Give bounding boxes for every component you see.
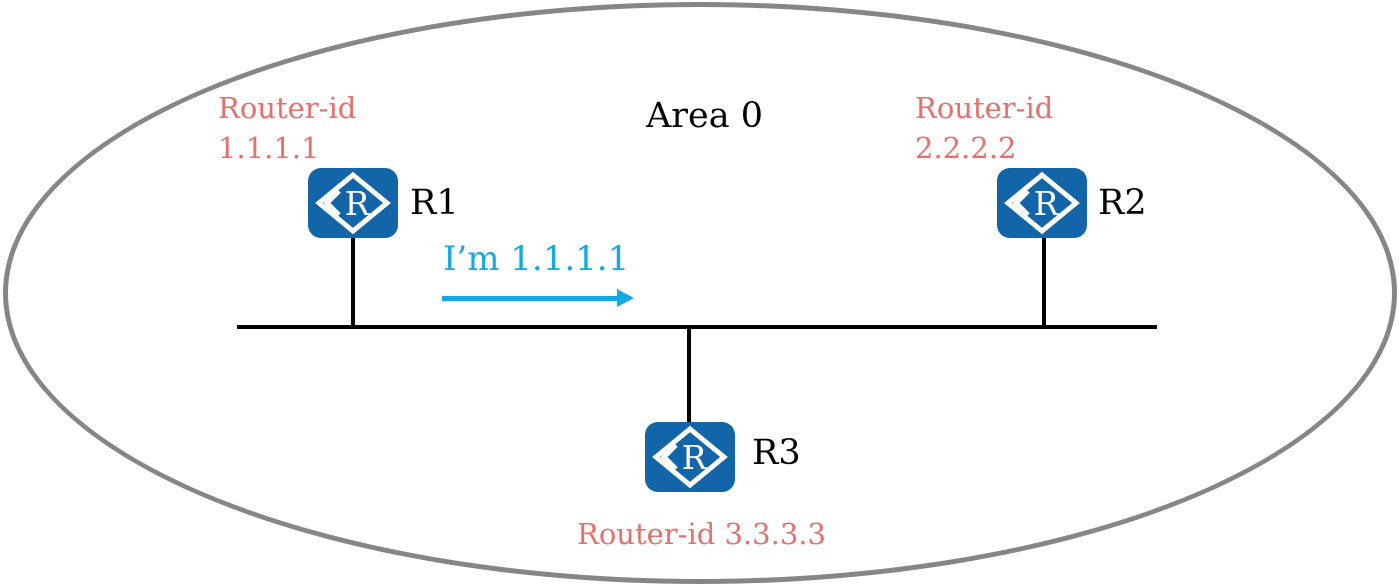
router-id-r2-line2: 2.2.2.2 bbox=[915, 131, 1017, 165]
router-glyph: R bbox=[1034, 184, 1060, 223]
router-id-label-r1: Router-id 1.1.1.1 bbox=[218, 88, 356, 168]
router-label-r1: R1 bbox=[410, 183, 459, 223]
router-id-r2-line1: Router-id bbox=[915, 91, 1054, 125]
router-id-r1-line2: 1.1.1.1 bbox=[218, 131, 320, 165]
hello-message-text: I’m 1.1.1.1 bbox=[443, 239, 630, 279]
hello-arrow-head-icon bbox=[617, 289, 634, 307]
router-icon-r3: R bbox=[645, 422, 735, 492]
router-glyph: R bbox=[682, 438, 708, 477]
r1-link-line bbox=[351, 237, 355, 326]
network-segment-line bbox=[237, 325, 1157, 329]
router-icon-r1: R bbox=[308, 168, 398, 238]
r3-link-line bbox=[687, 329, 691, 422]
router-id-r1-line1: Router-id bbox=[218, 91, 357, 125]
router-label-r2: R2 bbox=[1098, 183, 1147, 223]
router-icon-r2: R bbox=[997, 168, 1087, 238]
router-id-label-r3: Router-id 3.3.3.3 bbox=[577, 517, 826, 551]
hello-arrow bbox=[442, 296, 618, 301]
router-id-label-r2: Router-id 2.2.2.2 bbox=[915, 88, 1053, 168]
router-glyph: R bbox=[345, 184, 371, 223]
r2-link-line bbox=[1042, 237, 1046, 326]
area-label: Area 0 bbox=[646, 96, 763, 136]
router-label-r3: R3 bbox=[752, 433, 801, 473]
area-0-boundary-ellipse bbox=[3, 2, 1397, 584]
